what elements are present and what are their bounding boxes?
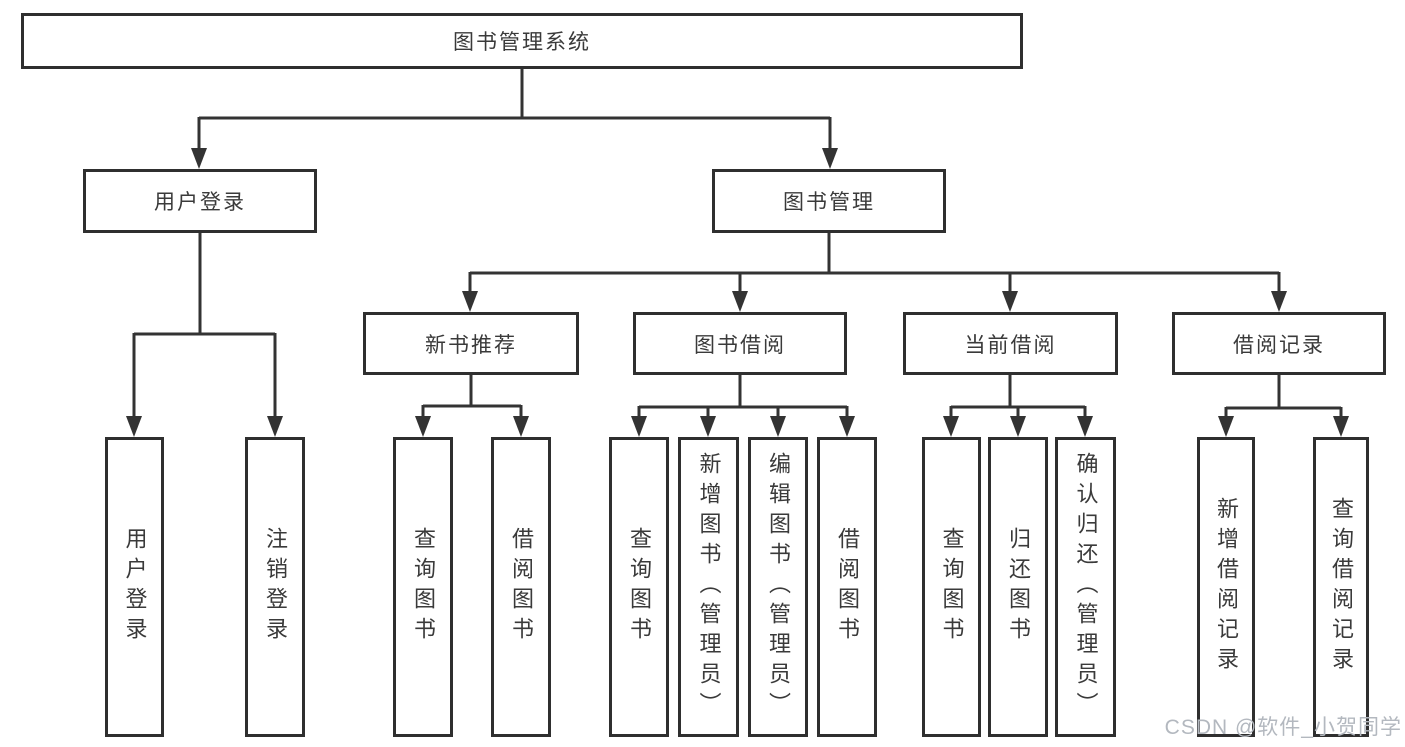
arrowhead-icon bbox=[267, 416, 283, 437]
arrowhead-icon bbox=[822, 148, 838, 169]
arrowhead-icon bbox=[191, 148, 207, 169]
leaf-user-login-label: 用户登录 bbox=[122, 527, 148, 647]
connector-user-login-children bbox=[132, 233, 277, 420]
leaf-borrow-books-rec-label: 借阅图书 bbox=[509, 527, 534, 647]
arrowhead-icon bbox=[1002, 291, 1018, 312]
node-user-login-label: 用户登录 bbox=[154, 191, 246, 214]
node-current-borrow: 当前借阅 bbox=[903, 312, 1118, 375]
connector-book-mgmt-children bbox=[468, 233, 1281, 295]
leaf-query-borrow-record-label: 查询借阅记录 bbox=[1329, 497, 1354, 677]
leaf-borrow-books-label: 借阅图书 bbox=[835, 527, 860, 647]
leaf-return-books-label: 归还图书 bbox=[1006, 527, 1031, 647]
arrowhead-icon bbox=[1218, 416, 1234, 437]
leaf-return-books: 归还图书 bbox=[988, 437, 1048, 737]
node-book-mgmt: 图书管理 bbox=[712, 169, 946, 233]
arrowhead-icon bbox=[513, 416, 529, 437]
arrowhead-icon bbox=[732, 291, 748, 312]
leaf-borrow-books: 借阅图书 bbox=[817, 437, 877, 737]
node-new-book-rec: 新书推荐 bbox=[363, 312, 579, 375]
leaf-logout-label: 注销登录 bbox=[263, 527, 288, 647]
arrowhead-icon bbox=[631, 416, 647, 437]
arrowhead-icon bbox=[415, 416, 431, 437]
node-current-borrow-label: 当前借阅 bbox=[964, 333, 1057, 357]
node-root: 图书管理系统 bbox=[21, 13, 1023, 69]
node-new-book-rec-label: 新书推荐 bbox=[425, 333, 517, 357]
leaf-query-books-rec-label: 查询图书 bbox=[411, 527, 436, 647]
arrowhead-icon bbox=[1077, 416, 1093, 437]
node-borrow-records-label: 借阅记录 bbox=[1233, 333, 1325, 357]
connector-borrow-records-children bbox=[1224, 375, 1343, 420]
node-root-label: 图书管理系统 bbox=[453, 31, 591, 54]
arrowhead-icon bbox=[1333, 416, 1349, 437]
arrowhead-icon bbox=[943, 416, 959, 437]
arrowhead-icon bbox=[770, 416, 786, 437]
connector-book-borrow-children bbox=[637, 375, 849, 420]
arrowhead-icon bbox=[126, 416, 142, 437]
leaf-query-books-current-label: 查询图书 bbox=[939, 527, 965, 647]
leaf-edit-books-admin-label: 编辑图书（管理员） bbox=[766, 452, 791, 722]
connector-current-borrow-children bbox=[949, 375, 1087, 420]
leaf-query-books-borrow: 查询图书 bbox=[609, 437, 669, 737]
leaf-query-books-current: 查询图书 bbox=[922, 437, 981, 737]
node-borrow-records: 借阅记录 bbox=[1172, 312, 1386, 375]
arrowhead-icon bbox=[700, 416, 716, 437]
arrowheads bbox=[126, 148, 1349, 437]
leaf-add-borrow-record: 新增借阅记录 bbox=[1197, 437, 1255, 737]
leaf-user-login: 用户登录 bbox=[105, 437, 164, 737]
node-user-login: 用户登录 bbox=[83, 169, 317, 233]
arrowhead-icon bbox=[839, 416, 855, 437]
leaf-add-borrow-record-label: 新增借阅记录 bbox=[1214, 497, 1239, 677]
leaf-logout: 注销登录 bbox=[245, 437, 305, 737]
node-book-borrow: 图书借阅 bbox=[633, 312, 847, 375]
leaf-confirm-return-admin: 确认归还（管理员） bbox=[1055, 437, 1116, 737]
leaf-query-borrow-record: 查询借阅记录 bbox=[1313, 437, 1369, 737]
leaf-confirm-return-admin-label: 确认归还（管理员） bbox=[1073, 452, 1099, 722]
connector-new-book-rec-children bbox=[421, 375, 523, 420]
leaf-query-books-borrow-label: 查询图书 bbox=[627, 527, 652, 647]
arrowhead-icon bbox=[462, 291, 478, 312]
connector-root-to-branches bbox=[197, 69, 832, 152]
csdn-watermark: CSDN @软件_小贺同学 bbox=[1164, 716, 1402, 739]
node-book-mgmt-label: 图书管理 bbox=[783, 191, 875, 214]
leaf-add-books-admin-label: 新增图书（管理员） bbox=[696, 452, 722, 722]
leaf-add-books-admin: 新增图书（管理员） bbox=[678, 437, 739, 737]
leaf-borrow-books-rec: 借阅图书 bbox=[491, 437, 551, 737]
leaf-query-books-rec: 查询图书 bbox=[393, 437, 453, 737]
arrowhead-icon bbox=[1271, 291, 1287, 312]
node-book-borrow-label: 图书借阅 bbox=[694, 333, 786, 357]
arrowhead-icon bbox=[1010, 416, 1026, 437]
leaf-edit-books-admin: 编辑图书（管理员） bbox=[748, 437, 808, 737]
